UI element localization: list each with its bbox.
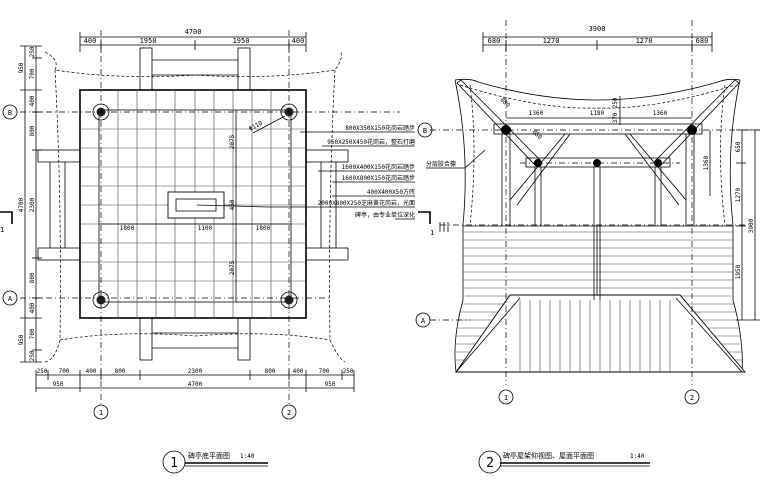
- dim-top: 1270: [636, 37, 653, 45]
- dim-left: 800: [29, 125, 36, 136]
- section-mark: 1: [430, 229, 434, 237]
- dim-inner: 2075: [229, 260, 236, 275]
- dim-inner: 1100: [198, 225, 213, 232]
- dim-bottom: 250: [37, 368, 48, 375]
- note: 分层胶合檩: [426, 160, 456, 168]
- dim-top: 1270: [543, 37, 560, 45]
- note: 碑亭，由专业单位深化: [355, 211, 415, 219]
- dim-right: 1270: [735, 187, 742, 202]
- dim-left: 700: [29, 328, 36, 339]
- axis-label-2: 2: [690, 394, 694, 402]
- dim-top-total: 3900: [589, 25, 606, 33]
- dim-top: 1950: [140, 37, 157, 45]
- dim-left: 400: [29, 95, 36, 106]
- dim-bottom: 2300: [188, 368, 203, 375]
- dim-inner: 1800: [256, 225, 271, 232]
- axis-label-2: 2: [287, 409, 291, 417]
- dim-bottom: 700: [59, 368, 70, 375]
- dim-left: 2300: [29, 197, 36, 212]
- note: 400X400X50方砖: [367, 188, 415, 196]
- axis-label-a: A: [8, 295, 13, 303]
- dim-right-total: 3900: [748, 218, 755, 233]
- dim-bottom-total: 4700: [188, 381, 203, 388]
- roof-frame-plan: 3900 680 1270 1270 680 1360 1180 1360 25…: [415, 20, 760, 474]
- section-mark: 1: [0, 226, 4, 234]
- note: 950X250X450花岗岩，整石打磨: [327, 138, 415, 146]
- dim-inner: 2075: [229, 134, 236, 149]
- dim-bottom: 400: [86, 368, 97, 375]
- drawing-scale: 1:40: [630, 453, 645, 460]
- dim-left: 800: [29, 272, 36, 283]
- note: 2000X800X250芝麻黄花岗岩，光面: [318, 199, 415, 207]
- dim-bottom: 800: [115, 368, 126, 375]
- dim-left-total: 950: [18, 334, 25, 345]
- dim-left: 400: [29, 302, 36, 313]
- dim-bottom: 700: [319, 368, 330, 375]
- dim-right: 1950: [735, 264, 742, 279]
- diameter-label: Φ110: [248, 120, 264, 133]
- drawing-scale: 1:40: [240, 453, 255, 460]
- note: 800X350X150花岗岩踏步: [345, 124, 415, 132]
- note: 1600X800X150花岗岩踏步: [342, 174, 415, 182]
- dim-inner-vert: 1360: [703, 155, 710, 170]
- dim-bottom: 250: [343, 368, 354, 375]
- drawing-number: 1: [170, 456, 178, 471]
- dim-bottom-total: 950: [325, 381, 336, 388]
- dim-left: 250: [29, 350, 36, 361]
- drawing-number: 2: [486, 456, 494, 471]
- drawing-title: 碑亭底平面图: [188, 451, 230, 460]
- drawing-title: 碑亭屋架仰视图、屋面平面图: [503, 451, 594, 460]
- dim-vert: 250: [612, 97, 619, 108]
- dim-top: 400: [292, 37, 305, 45]
- axis-label-1: 1: [99, 409, 103, 417]
- dim-diag: 880: [531, 128, 544, 141]
- dim-inner: 450: [229, 199, 236, 210]
- dim-bottom: 400: [293, 368, 304, 375]
- dim-bottom-total: 950: [53, 381, 64, 388]
- dim-top: 680: [696, 37, 709, 45]
- dim-top: 1950: [233, 37, 250, 45]
- dim-vert: 370: [612, 112, 619, 123]
- axis-label-b: B: [8, 109, 12, 117]
- dim-inner: 1800: [120, 225, 135, 232]
- axis-label-1: 1: [504, 394, 508, 402]
- dim-top: 400: [84, 37, 97, 45]
- axis-label-a: A: [421, 317, 426, 325]
- dim-right: 650: [735, 141, 742, 152]
- dim-left: 250: [29, 46, 36, 57]
- dim-beam: 1360: [529, 110, 544, 117]
- axis-label-b: B: [423, 127, 427, 135]
- note: 1600X400X150花岗岩踏步: [342, 163, 415, 171]
- dim-bottom: 800: [265, 368, 276, 375]
- dim-beam: 1360: [653, 110, 668, 117]
- pavilion-base-plan: 4700 400 1950 1950 400 Φ110 1800 1100 18…: [0, 28, 431, 474]
- column-icon: [501, 125, 697, 167]
- dim-beam: 1180: [590, 110, 605, 117]
- dim-top: 680: [488, 37, 501, 45]
- dim-top-total: 4700: [185, 28, 202, 36]
- dim-left-total: 4700: [18, 197, 25, 212]
- dim-left-total: 950: [18, 62, 25, 73]
- dim-left: 700: [29, 68, 36, 79]
